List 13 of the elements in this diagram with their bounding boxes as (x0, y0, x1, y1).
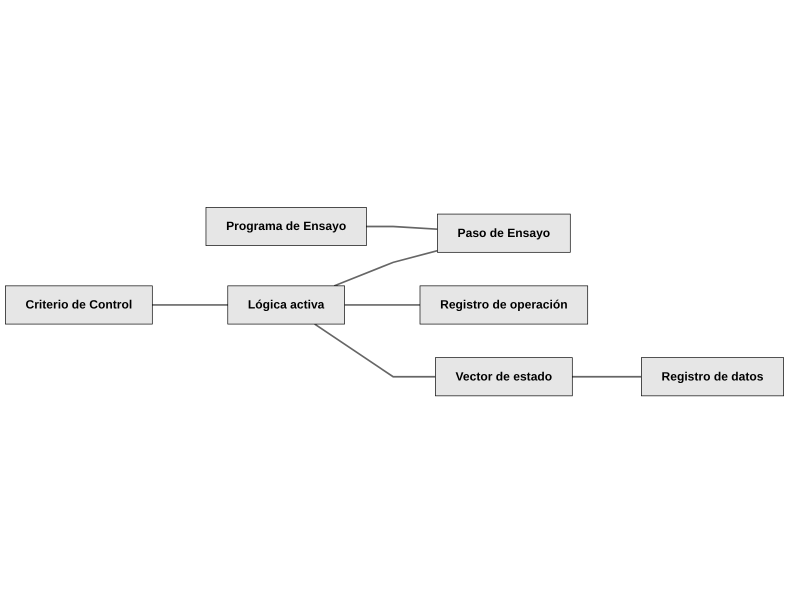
node-box: Registro de operación (420, 285, 588, 324)
connector (572, 376, 642, 378)
node-box: Lógica activa (227, 285, 345, 324)
node-box: Paso de Ensayo (437, 214, 571, 253)
node-box: Criterio de Control (5, 285, 153, 324)
connector (334, 250, 438, 287)
connector (152, 304, 228, 306)
node-box: Programa de Ensayo (206, 206, 367, 246)
node-box: Registro de datos (641, 357, 784, 396)
node-box: Vector de estado (435, 357, 573, 396)
connector (314, 323, 436, 378)
connector (344, 304, 420, 306)
connector (366, 226, 438, 230)
